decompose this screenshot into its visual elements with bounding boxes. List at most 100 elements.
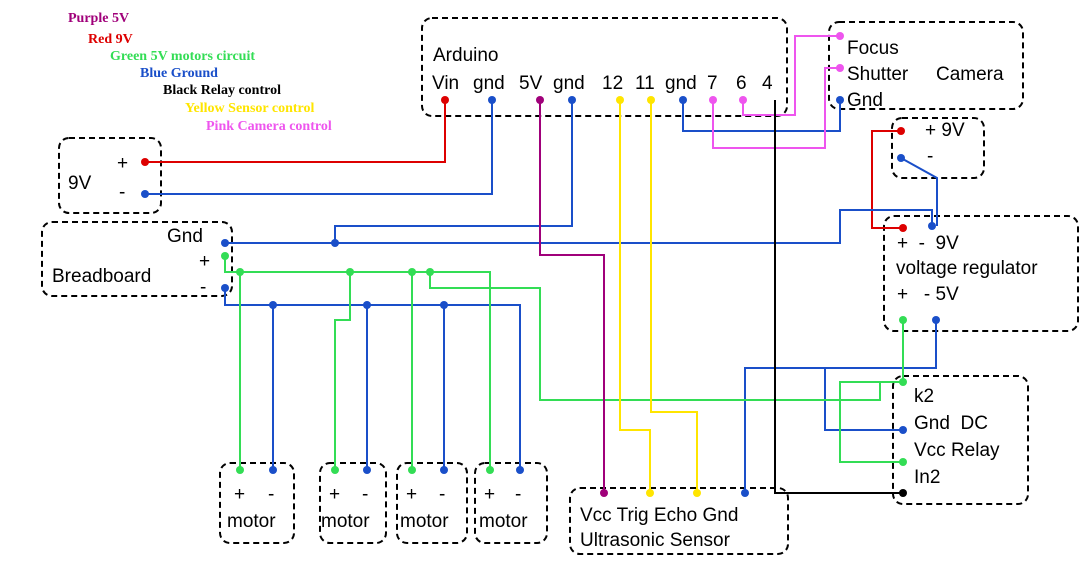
camera-box <box>828 21 1024 110</box>
pin-motor3-plus <box>408 466 416 474</box>
battery-left-title: 9V <box>68 173 92 194</box>
breadboard-gnd-label: Gnd <box>167 226 203 247</box>
junction-green-3 <box>408 268 416 276</box>
motor3-label: motor <box>400 511 449 532</box>
motor2-label: motor <box>321 511 370 532</box>
arduino-pin-7: 7 <box>707 73 718 94</box>
pin-motor2-plus <box>331 466 339 474</box>
wire-green-relay-vcc <box>839 381 903 463</box>
wire-blue-sensor-gnd <box>744 320 937 493</box>
regulator-in-label: + - 9V <box>897 233 959 254</box>
legend-yellow: Yellow Sensor control <box>185 101 314 116</box>
pin-motor3-minus <box>440 466 448 474</box>
wire-green-breadboard-plus <box>224 256 491 470</box>
pin-battery-right-minus <box>897 154 905 162</box>
wire-green-relay-k2 <box>429 272 903 401</box>
wire-pink-focus <box>742 35 840 116</box>
junction-blue-1 <box>269 301 277 309</box>
motor-box-4 <box>474 462 548 544</box>
battery-right-plus-label: + 9V <box>925 120 965 141</box>
motor-box-2 <box>319 462 387 544</box>
wire-black-relay <box>774 100 903 494</box>
pin-camera-shutter <box>836 64 844 72</box>
pin-arduino-5v <box>536 96 544 104</box>
motor-box-1 <box>219 462 295 544</box>
motor1-minus-label: - <box>268 484 274 505</box>
regulator-out-label: + - 5V <box>897 284 959 305</box>
wire-pink-shutter <box>712 67 840 149</box>
junction-green-1 <box>236 268 244 276</box>
pin-relay-vcc <box>899 458 907 466</box>
pins <box>141 32 940 497</box>
wire-blue-breadboard-minus <box>224 288 521 470</box>
wire-blue-battery-gnd <box>145 100 493 195</box>
wire-blue-camera-gnd <box>682 100 841 132</box>
legend-pink: Pink Camera control <box>206 119 332 134</box>
wire-blue-relay-gnd <box>824 368 903 431</box>
breadboard-plus-label: + <box>199 251 210 272</box>
pin-arduino-gnd2 <box>568 96 576 104</box>
pin-relay-in2 <box>899 489 907 497</box>
legend-green: Green 5V motors circuit <box>110 49 255 64</box>
arduino-pin-gnd3: gnd <box>665 73 697 94</box>
camera-gnd-label: Gnd <box>847 90 883 111</box>
pin-arduino-gnd3 <box>679 96 687 104</box>
arduino-pin-6: 6 <box>736 73 747 94</box>
pin-sensor-vcc <box>600 489 608 497</box>
pin-arduino-gnd1 <box>488 96 496 104</box>
wire-blue-arduino-gnd <box>334 100 573 243</box>
wire-purple-sensor-vcc <box>539 100 605 493</box>
pin-regulator-out-minus <box>932 316 940 324</box>
camera-title: Camera <box>936 64 1004 85</box>
breadboard-title: Breadboard <box>52 266 151 287</box>
battery-right-box <box>891 117 985 179</box>
pin-battery-left-minus <box>141 190 149 198</box>
junction-green-2 <box>346 268 354 276</box>
arduino-pin-4: 4 <box>762 73 773 94</box>
battery-left-minus-label: - <box>119 182 125 203</box>
breadboard-minus-label: - <box>200 277 206 298</box>
pin-regulator-in-plus <box>899 224 907 232</box>
junction-blue-gnd <box>331 239 339 247</box>
wire-yellow-echo <box>650 100 698 493</box>
legend-red: Red 9V <box>88 32 133 47</box>
motor3-minus-label: - <box>439 484 445 505</box>
pin-arduino-11 <box>647 96 655 104</box>
pin-camera-focus <box>836 32 844 40</box>
pin-sensor-trig <box>646 489 654 497</box>
junction-blue-3 <box>440 301 448 309</box>
pin-motor1-minus <box>269 466 277 474</box>
pin-breadboard-plus <box>221 252 229 260</box>
relay-box <box>892 375 1029 505</box>
camera-focus-label: Focus <box>847 38 899 59</box>
pin-breadboard-minus <box>221 284 229 292</box>
pin-relay-gnd <box>899 426 907 434</box>
pin-battery-left-plus <box>141 158 149 166</box>
color-legend: Purple 5V Red 9V Green 5V motors circuit… <box>68 11 332 134</box>
motor2-plus-label: + <box>329 484 340 505</box>
legend-purple: Purple 5V <box>68 11 129 26</box>
arduino-pin-gnd1: gnd <box>473 73 505 94</box>
wire-yellow-trig <box>619 100 651 493</box>
pin-motor4-minus <box>516 466 524 474</box>
pin-arduino-12 <box>616 96 624 104</box>
legend-blue: Blue Ground <box>140 66 218 81</box>
pin-regulator-out-plus <box>899 316 907 324</box>
arduino-title: Arduino <box>433 45 499 66</box>
wire-red-9v-right <box>871 130 903 229</box>
wire-blue-breadboard-gnd <box>225 209 933 244</box>
pin-arduino-7 <box>709 96 717 104</box>
pin-motor1-plus <box>236 466 244 474</box>
relay-k2-label: k2 <box>914 386 934 407</box>
arduino-pin-5v: 5V <box>519 73 543 94</box>
pin-battery-right-plus <box>897 127 905 135</box>
motor3-plus-label: + <box>406 484 417 505</box>
legend-black: Black Relay control <box>163 83 281 98</box>
wire-green-motor2 <box>334 272 351 470</box>
arduino-box <box>421 17 788 117</box>
pin-arduino-6 <box>739 96 747 104</box>
pin-motor2-minus <box>363 466 371 474</box>
arduino-pin-gnd2: gnd <box>553 73 585 94</box>
wire-blue-battery-right <box>900 157 938 226</box>
